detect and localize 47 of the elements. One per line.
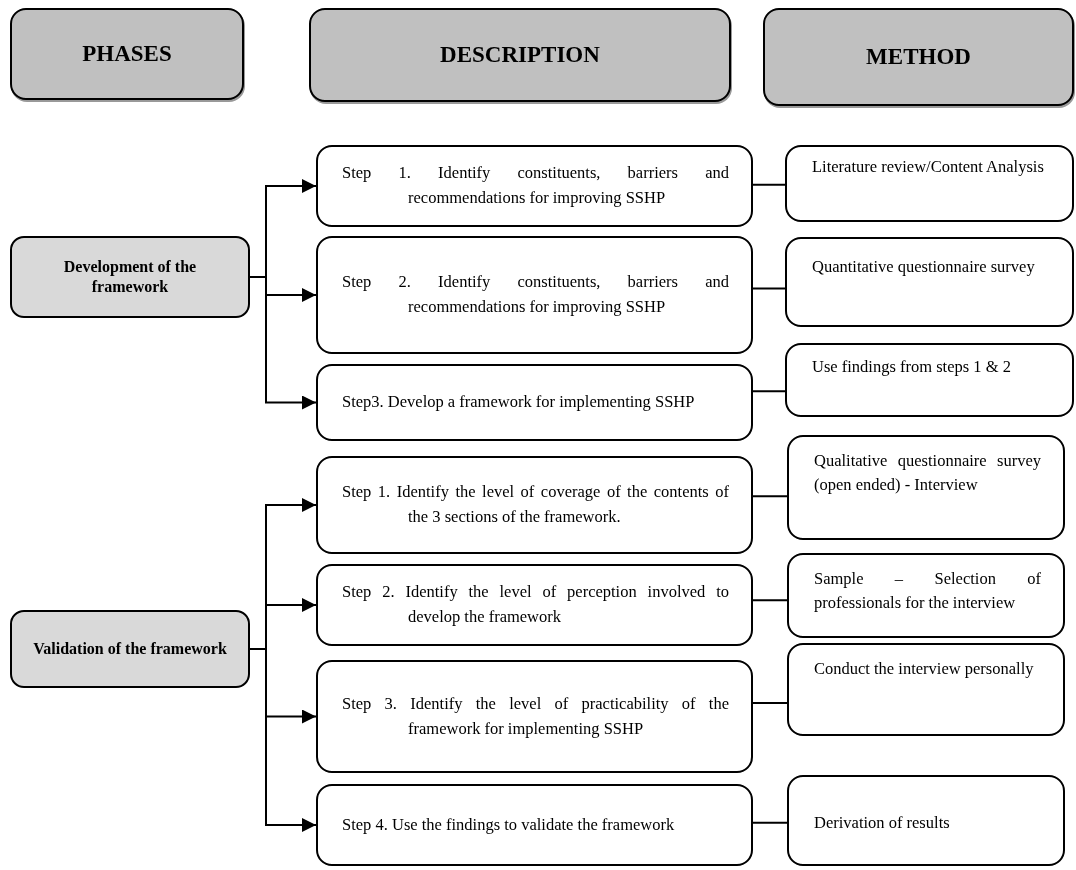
step-text: Step 2. Identify constituents, barriers and recommendations for improving SSHP — [341, 271, 730, 318]
method-text: Literature review/Content Analysis — [811, 156, 1045, 178]
method-text: Quantitative questionnaire survey — [811, 256, 1036, 278]
step-text: Step 1. Identify constituents, barriers and recommendations for improving SSHP — [341, 162, 730, 209]
step-box — [316, 784, 753, 866]
method-text: Conduct the interview personally — [813, 658, 1035, 680]
method-box — [785, 343, 1074, 417]
step-text: Step 1. Identify the level of coverage of the contents of the 3 sections of the framework. — [341, 481, 730, 528]
method-box — [787, 775, 1065, 866]
method-box — [787, 643, 1065, 736]
connector-line — [752, 287, 786, 290]
connector-line — [752, 183, 786, 186]
method-box — [785, 145, 1074, 222]
method-text: Use findings from steps 1 & 2 — [811, 356, 1012, 378]
phase-box — [10, 236, 250, 318]
method-box — [785, 237, 1074, 327]
step-text: Step 3. Identify the level of practicability of the framework for implementing SSHP — [341, 692, 730, 740]
step-text: Step 2. Identify the level of perception involved to develop the framework — [341, 581, 730, 628]
column-header — [309, 8, 731, 102]
method-text: Derivation of results — [813, 812, 951, 834]
header-text: DESCRIPTION — [440, 42, 600, 68]
step-box — [316, 236, 753, 354]
connector-line — [752, 390, 786, 393]
step-box — [316, 564, 753, 646]
phase-text: Validation of the framework — [32, 639, 228, 659]
phase-text: Development of the framework — [62, 257, 198, 297]
step-text: Step 4. Use the findings to validate the framework — [341, 813, 676, 836]
connector-line — [752, 599, 788, 602]
step-text: Step3. Develop a framework for implementing SSHP — [341, 391, 696, 414]
connector-line — [752, 495, 788, 498]
step-box — [316, 364, 753, 441]
header-text: METHOD — [866, 44, 971, 70]
step-box — [316, 456, 753, 554]
arrow — [249, 648, 317, 832]
method-text: Qualitative questionnaire survey (open ended) - Interview — [813, 450, 1042, 496]
step-box — [316, 660, 753, 773]
connector-line — [752, 702, 788, 704]
column-header — [763, 8, 1074, 106]
method-box — [787, 553, 1065, 638]
step-box — [316, 145, 753, 227]
connector-line — [752, 821, 788, 824]
method-text: Sample – Selection of professionals for the interview — [813, 568, 1042, 614]
arrow — [249, 276, 317, 410]
method-box — [787, 435, 1065, 540]
phase-box — [10, 610, 250, 688]
header-text: PHASES — [82, 41, 172, 67]
column-header — [10, 8, 244, 100]
